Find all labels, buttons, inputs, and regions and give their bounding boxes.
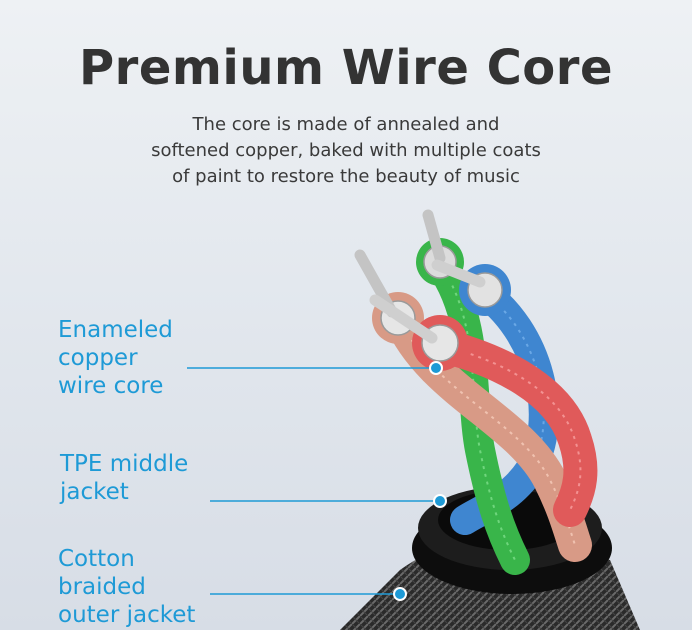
callout-label-tpe-jacket: TPE middle jacket (60, 450, 188, 506)
description-line: softened copper, baked with multiple coa… (151, 140, 541, 161)
callout-text: Enameled (58, 317, 173, 343)
callout-text: Cotton (58, 546, 135, 572)
green-wire (425, 250, 530, 575)
callout-label-braided-jacket: Cotton braided outer jacket (58, 545, 195, 629)
description-line: The core is made of annealed and (192, 114, 500, 135)
callout-dot-2 (433, 494, 447, 508)
description-line: of paint to restore the beauty of music (172, 166, 520, 187)
callout-text: braided (58, 574, 146, 600)
callout-label-enameled-core: Enameled copper wire core (58, 316, 173, 400)
callout-dot-3 (393, 587, 407, 601)
callout-text: jacket (60, 479, 129, 505)
page-title: Premium Wire Core (78, 40, 614, 96)
callout-text: wire core (58, 373, 164, 399)
callout-dot-1 (429, 361, 443, 375)
callout-text: TPE middle (60, 451, 189, 477)
callout-text: copper (58, 345, 138, 371)
callout-text: outer jacket (58, 602, 196, 628)
description: The core is made of annealed and softene… (96, 112, 596, 190)
